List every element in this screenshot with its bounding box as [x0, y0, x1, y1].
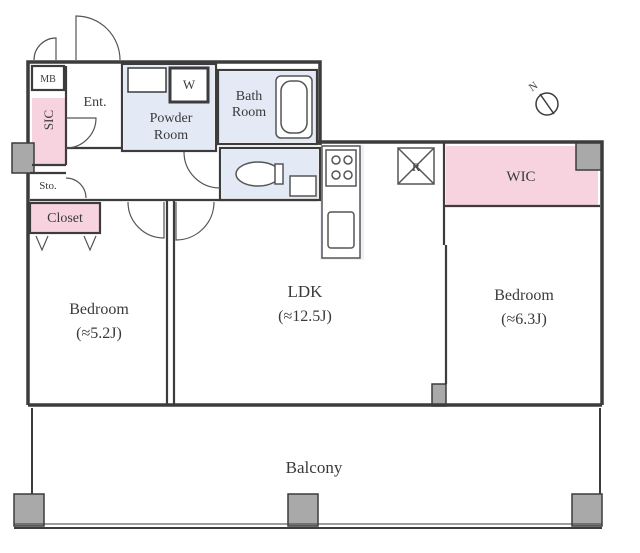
ldk-size-label: (≈12.5J): [278, 308, 332, 325]
burner-2: [343, 155, 353, 165]
pillar-bottom-right: [571, 493, 603, 527]
bath-room-box: [216, 68, 319, 146]
bath-fixtures: [275, 75, 313, 139]
mb-fill: [32, 66, 64, 90]
door-swings: [33, 15, 221, 252]
balcony-outline: [14, 408, 602, 529]
powder-room-box: [120, 62, 218, 153]
pillar-bottom-mid: [287, 493, 319, 527]
toilet-shelf: [289, 175, 317, 197]
fridge-label: R: [412, 160, 420, 174]
exterior-walls: [26, 60, 604, 407]
pillars: [11, 141, 603, 527]
sic-fill: [32, 98, 66, 164]
bath-label-2: Room: [232, 105, 266, 120]
bathtub-inner: [280, 80, 308, 134]
toilet-box: [218, 146, 322, 202]
wic-label: WIC: [506, 169, 535, 185]
mb-box: [30, 64, 66, 92]
entry-door-2: [33, 37, 57, 61]
ldk-label: LDK: [288, 282, 324, 301]
ldk-door: [175, 201, 215, 241]
balcony-label: Balcony: [286, 458, 343, 477]
north-arrow-icon: N: [527, 80, 559, 116]
outer-wall-top-left: [26, 60, 322, 145]
bedroom-left-label: Bedroom: [69, 301, 129, 318]
stove: [325, 149, 357, 187]
closet-label: Closet: [47, 211, 83, 226]
outer-wall-top-right: [318, 140, 604, 405]
burner-4: [343, 170, 353, 180]
sto-door: [65, 177, 87, 199]
north-label: N: [527, 80, 540, 94]
toilet-door: [183, 151, 221, 189]
burner-1: [331, 155, 341, 165]
powder-label-2: Room: [154, 128, 188, 143]
powder-fixtures: [127, 66, 210, 104]
labels: MB Ent. SIC Sto. Closet W Powder Room Ba…: [39, 74, 554, 477]
pillar-top-right: [575, 141, 603, 171]
burner-3: [331, 170, 341, 180]
toilet-tank: [274, 163, 284, 185]
storage-fills: [30, 66, 598, 233]
wic-fill: [446, 146, 598, 205]
washer-box: [168, 66, 210, 104]
pillar-ldk-corner: [431, 383, 447, 407]
bedroom-left-size-label: (≈5.2J): [76, 325, 122, 342]
closet-box: [28, 201, 102, 235]
sink: [327, 211, 355, 249]
pillar-bottom-left: [13, 493, 45, 527]
kitchen-counter: [321, 145, 361, 259]
powder-label-1: Powder: [150, 111, 193, 126]
bedroom-right-label: Bedroom: [494, 287, 554, 304]
toilet-fixtures: [235, 161, 317, 197]
vanity: [127, 67, 167, 93]
mb-label: MB: [40, 74, 56, 85]
toilet-bowl: [235, 161, 281, 187]
bedroom-left-door: [127, 201, 165, 239]
bath-label-1: Bath: [236, 89, 262, 104]
fridge-box: [397, 147, 435, 185]
ent-label: Ent.: [84, 95, 107, 110]
bedroom-right-size-label: (≈6.3J): [501, 311, 547, 328]
washer-label: W: [183, 77, 196, 92]
interior-walls: [28, 62, 600, 405]
closet-fill: [30, 204, 100, 233]
sto-label: Sto.: [39, 180, 57, 192]
closet-door: [35, 235, 97, 252]
fridge-x2: [397, 147, 435, 185]
pillar-left-mid: [11, 142, 35, 174]
entry-door-1: [75, 15, 121, 61]
ent-inner-door: [65, 117, 97, 149]
sic-label: SIC: [41, 110, 56, 130]
